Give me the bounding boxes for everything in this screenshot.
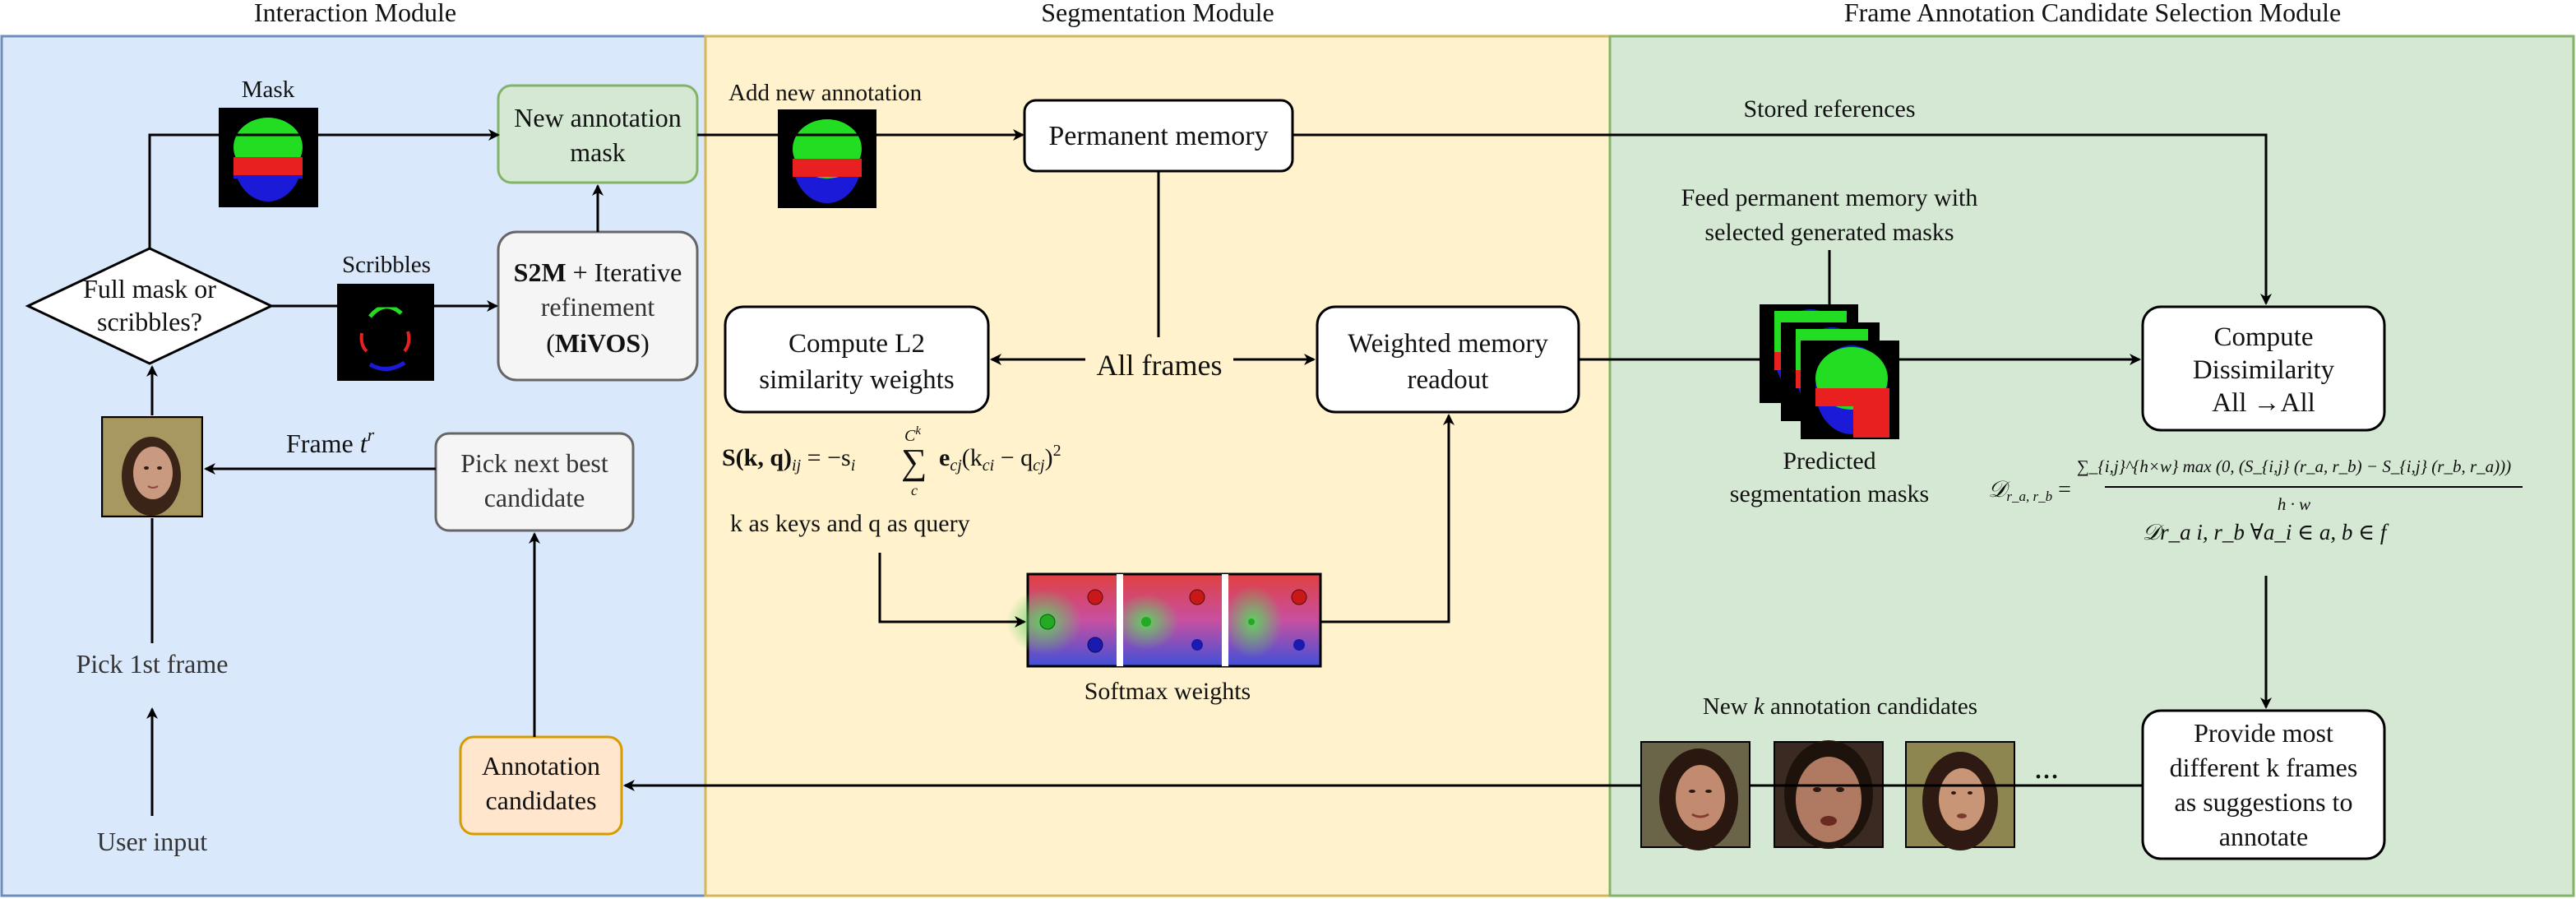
predicted-masks-stack xyxy=(1760,304,1899,439)
candidates-text-2: candidates xyxy=(485,785,596,815)
s2m-text-2: refinement xyxy=(541,292,655,322)
feed-memory-text-1: Feed permanent memory with xyxy=(1681,184,1978,211)
interaction-module-title: Interaction Module xyxy=(254,0,456,27)
new-annotation-mask-box xyxy=(497,84,699,184)
dissimilarity-text-1: Compute xyxy=(2214,322,2314,352)
decision-text-2: scribbles? xyxy=(97,307,202,336)
candidate-frame-3 xyxy=(1905,741,2015,850)
dissim-forall: 𝒟r_a i, r_b ∀a_i ∈ a, b ∈ f xyxy=(2143,520,2389,544)
permanent-memory-text: Permanent memory xyxy=(1048,121,1268,151)
scribbles-label: Scribbles xyxy=(342,252,431,278)
new-annotation-mask-thumbnail xyxy=(778,109,876,208)
provide-text-1: Provide most xyxy=(2194,718,2333,748)
new-annotation-text-1: New annotation xyxy=(514,103,682,132)
all-frames-label: All frames xyxy=(1097,349,1223,382)
feed-memory-text-2: selected generated masks xyxy=(1704,219,1954,246)
first-frame-photo xyxy=(101,416,203,517)
formula-sum-top: Ck xyxy=(904,424,921,445)
weighted-readout-text-1: Weighted memory xyxy=(1348,329,1548,359)
add-new-annotation-label: Add new annotation xyxy=(728,80,923,106)
dissim-lhs: 𝒟r_a, r_b = xyxy=(1988,477,2071,504)
new-annotation-text-2: mask xyxy=(570,137,626,167)
provide-text-4: annotate xyxy=(2219,822,2308,851)
weighted-memory-readout-box xyxy=(1316,305,1580,414)
pick-first-frame: Pick 1st frame xyxy=(76,649,229,679)
annotation-candidates-box xyxy=(459,735,623,836)
segmentation-module-title: Segmentation Module xyxy=(1041,0,1274,27)
user-input: User input xyxy=(97,827,207,856)
formula-main: S(k, q)ij = −si xyxy=(722,444,855,475)
compute-l2-text-1: Compute L2 xyxy=(789,329,925,359)
decision-diamond xyxy=(25,247,275,365)
mask-thumbnail xyxy=(219,108,318,207)
mask-label: Mask xyxy=(242,76,295,103)
selection-module-panel xyxy=(1608,35,2575,897)
compute-l2-text-2: similarity weights xyxy=(759,365,954,395)
candidate-frame-2 xyxy=(1774,740,1884,849)
compute-dissimilarity-box xyxy=(2141,305,2386,432)
stored-references-label: Stored references xyxy=(1743,95,1915,123)
pick-next-candidate-box xyxy=(434,432,635,532)
compute-l2-box xyxy=(724,305,990,414)
s2m-text-3: (MiVOS) xyxy=(546,328,650,358)
candidates-ellipsis: ... xyxy=(2034,748,2059,785)
edge-decision-to-mask xyxy=(148,129,500,248)
dissimilarity-formula: 𝒟r_a, r_b = ∑_{i,j}^{h×w} max (0, (S_{i,… xyxy=(1988,456,2523,544)
decision-text-1: Full mask or xyxy=(83,274,216,304)
weighted-readout-text-2: readout xyxy=(1408,365,1489,395)
similarity-formula: S(k, q)ij = −si Ck ∑ c ecj(kci − qcj)2 xyxy=(722,424,1061,498)
dissimilarity-text-2: Dissimilarity xyxy=(2193,355,2335,385)
formula-sum-bottom: c xyxy=(911,482,918,498)
edge-softmax-to-readout xyxy=(1320,414,1454,623)
keys-query-note: k as keys and q as query xyxy=(730,510,970,537)
pick-next-text-2: candidate xyxy=(484,483,585,512)
dissim-numerator: ∑_{i,j}^{h×w} max (0, (S_{i,j} (r_a, r_b… xyxy=(2077,456,2511,476)
s2m-text-1: S2M + Iterative xyxy=(514,257,682,287)
softmax-weights-strip xyxy=(1006,572,1322,668)
candidates-text-1: Annotation xyxy=(482,751,600,781)
predicted-masks-text-2: segmentation masks xyxy=(1730,480,1929,507)
selection-module-title: Frame Annotation Candidate Selection Mod… xyxy=(1844,0,2341,27)
scribbles-thumbnail xyxy=(337,284,434,381)
edge-keys-to-softmax xyxy=(878,553,1026,628)
provide-text-3: as suggestions to xyxy=(2175,787,2353,817)
edge-memory-to-dissimilarity xyxy=(1293,133,2272,305)
provide-text-2: different k frames xyxy=(2170,753,2358,782)
pick-next-text-1: Pick next best xyxy=(460,448,608,478)
formula-sigma: ∑ xyxy=(901,442,927,482)
dissimilarity-text-3: All →All xyxy=(2212,388,2315,418)
softmax-weights-label: Softmax weights xyxy=(1085,678,1251,705)
predicted-masks-text-1: Predicted xyxy=(1783,447,1875,475)
candidate-frame-1 xyxy=(1640,741,1750,850)
dissim-denominator: h · w xyxy=(2278,494,2310,514)
frame-tr-label: Frame tr xyxy=(286,424,375,458)
new-k-candidates-label: New k annotation candidates xyxy=(1703,693,1977,720)
formula-body: ecj(kci − qcj)2 xyxy=(939,442,1061,475)
